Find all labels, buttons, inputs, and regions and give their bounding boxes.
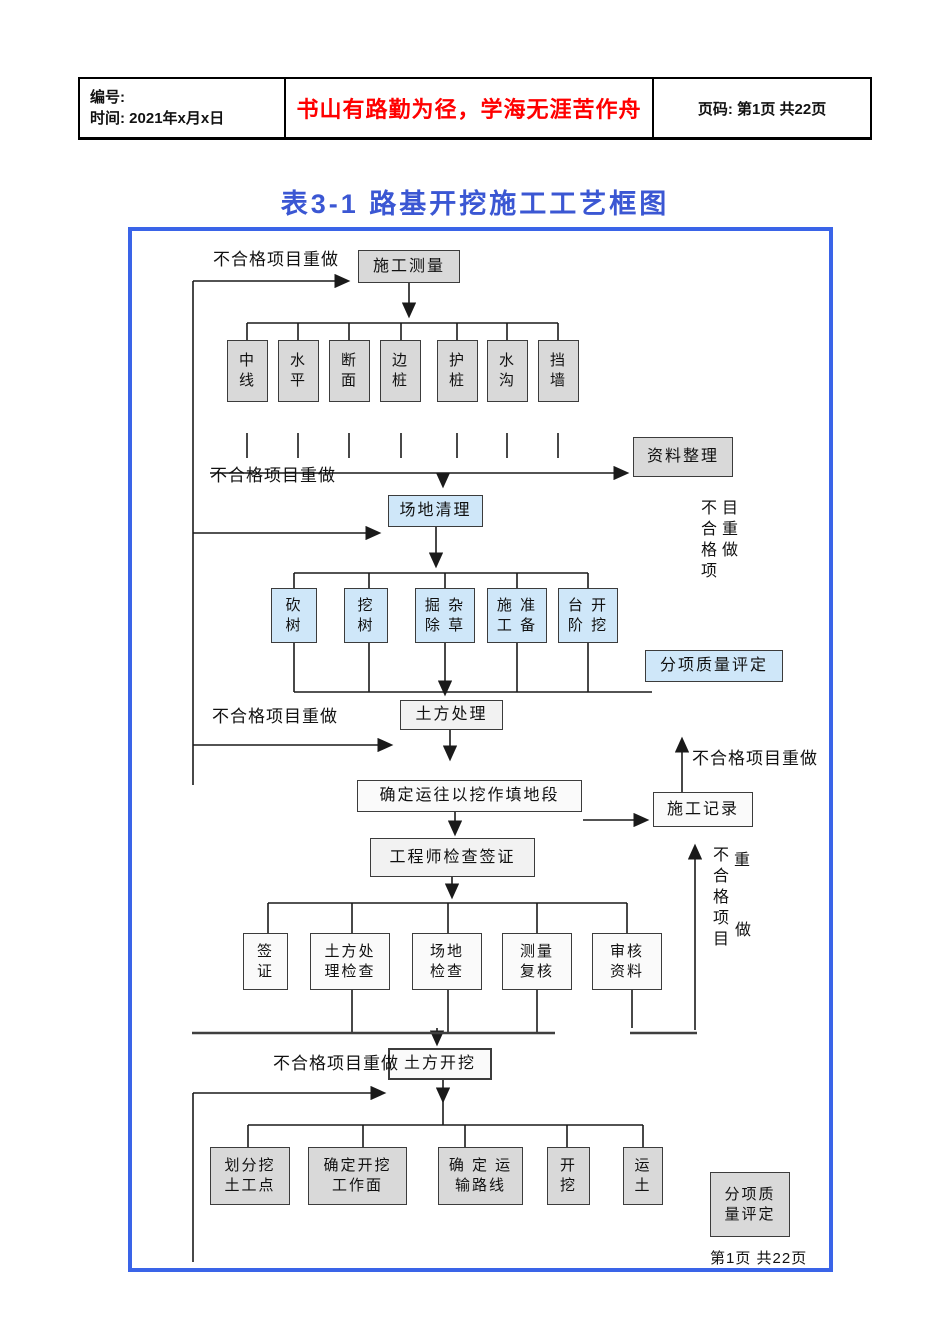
node-excavate: 开 挖 — [547, 1147, 590, 1205]
header-motto-cell: 书山有路勤为径，学海无涯苦作舟 — [284, 79, 655, 137]
node-haul-soil: 运 土 — [623, 1147, 663, 1205]
node-construction-prep: 施 准 工 备 — [487, 588, 547, 643]
redo-label-top: 不合格项目重做 — [213, 250, 339, 269]
header-page-cell: 页码: 第1页 共22页 — [654, 79, 870, 137]
node-site-check: 场地 检查 — [412, 933, 482, 990]
doc-number-label: 编号: — [90, 89, 125, 106]
redo-label-quality: 不合格项目重做 — [692, 749, 818, 768]
node-centerline: 中 线 — [227, 340, 268, 402]
node-grub-weeds: 掘 杂 除 草 — [415, 588, 475, 643]
node-dig-stumps: 挖 树 — [344, 588, 388, 643]
node-haul-fill-section: 确定运往以挖作填地段 — [357, 780, 582, 812]
node-ditch: 水 沟 — [487, 340, 528, 402]
node-benching-excavation: 台 开 阶 挖 — [558, 588, 618, 643]
motto-text: 书山有路勤为径，学海无涯苦作舟 — [296, 97, 642, 122]
node-site-clearing: 场地清理 — [388, 495, 483, 527]
doc-time-label: 时间: 2021年x月x日 — [90, 110, 225, 127]
node-earthwork-excavation: 土方开挖 — [388, 1048, 492, 1080]
node-divide-excavation-points: 划分挖 土工点 — [210, 1147, 290, 1205]
node-haul-routes: 确 定 运 输路线 — [438, 1147, 523, 1205]
node-data-sorting: 资料整理 — [633, 437, 733, 477]
flowchart-frame — [128, 227, 833, 1272]
node-edge-stake: 边 桩 — [380, 340, 421, 402]
header-number-cell: 编号: 时间: 2021年x月x日 — [80, 79, 284, 137]
node-engineer-check-sign: 工程师检查签证 — [370, 838, 535, 877]
footer-page-number: 第1页 共22页 — [710, 1250, 808, 1267]
node-excavation-workface: 确定开挖 工作面 — [308, 1147, 407, 1205]
node-review-data: 审核 资料 — [592, 933, 662, 990]
page-number-label: 页码: 第1页 共22页 — [697, 100, 827, 118]
node-earthwork-treatment: 土方处理 — [400, 700, 503, 730]
node-level: 水 平 — [278, 340, 319, 402]
redo-vertical-2-top: 重 — [734, 852, 751, 869]
node-construction-record: 施工记录 — [653, 792, 753, 827]
node-guard-stake: 护 桩 — [437, 340, 478, 402]
node-sign-off: 签 证 — [243, 933, 288, 990]
redo-vertical-2-col1: 不合格项目 — [712, 847, 729, 948]
redo-label-siteclear: 不合格项目重做 — [210, 466, 336, 485]
node-survey-recheck: 测量 复核 — [502, 933, 572, 990]
page-title: 表3-1 路基开挖施工工艺框图 — [280, 189, 670, 219]
node-quality-evaluation-bottom: 分项质 量评定 — [710, 1172, 790, 1237]
redo-vertical-2-bottom: 做 — [735, 922, 752, 939]
redo-label-earthtreat: 不合格项目重做 — [212, 707, 338, 726]
header-table: 编号: 时间: 2021年x月x日 书山有路勤为径，学海无涯苦作舟 页码: 第1… — [78, 77, 872, 140]
node-cross-section: 断 面 — [329, 340, 370, 402]
node-fell-trees: 砍 树 — [271, 588, 317, 643]
node-construction-survey: 施工测量 — [358, 250, 460, 283]
node-earthwork-treatment-check: 土方处 理检查 — [310, 933, 390, 990]
redo-vertical-1-col1: 不合格项 — [700, 500, 717, 580]
node-quality-evaluation-mid: 分项质量评定 — [645, 650, 783, 682]
redo-vertical-1-col2: 目重做 — [721, 500, 738, 559]
node-retaining-wall: 挡 墙 — [538, 340, 579, 402]
redo-label-excavation: 不合格项目重做 — [273, 1054, 399, 1073]
